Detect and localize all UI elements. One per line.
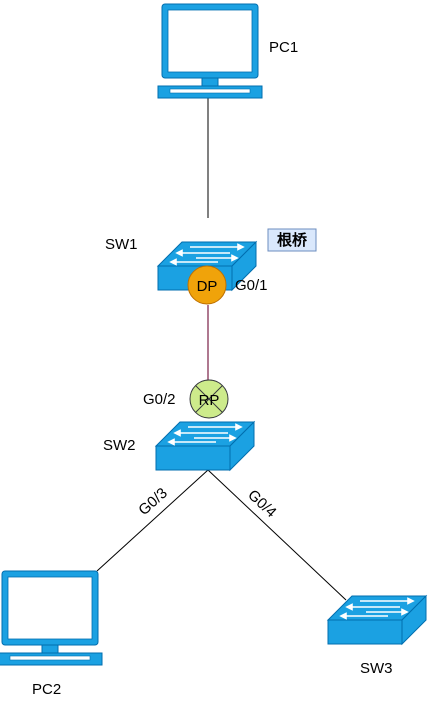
sw2-g02-role: RP [199,392,220,409]
pc1-label: PC1 [269,39,298,56]
pc2-label: PC2 [32,681,61,698]
sw3-label: SW3 [360,660,393,677]
pc1-icon[interactable] [157,3,263,99]
link-sw2-pc2 [96,469,209,572]
sw1-g01-role: DP [197,278,218,295]
sw3-switch-icon[interactable] [327,595,427,645]
sw2-g02-port-name: G0/2 [143,391,176,408]
root-bridge-label: 根桥 [277,231,308,249]
sw2-g04-port-name: G0/4 [244,486,279,521]
link-sw2-sw3 [207,469,347,601]
sw2-label: SW2 [103,437,136,454]
sw1-g01-port-marker: DP [187,265,227,305]
sw2-g02-port-marker: RP [189,379,229,419]
sw1-g01-port-name: G0/1 [235,277,268,294]
sw2-g03-port-name: G0/3 [135,485,171,519]
pc2-icon[interactable] [0,570,103,666]
sw2-switch-icon[interactable] [155,421,255,471]
sw1-label: SW1 [105,236,138,253]
root-bridge-tag: 根桥 [267,228,317,252]
